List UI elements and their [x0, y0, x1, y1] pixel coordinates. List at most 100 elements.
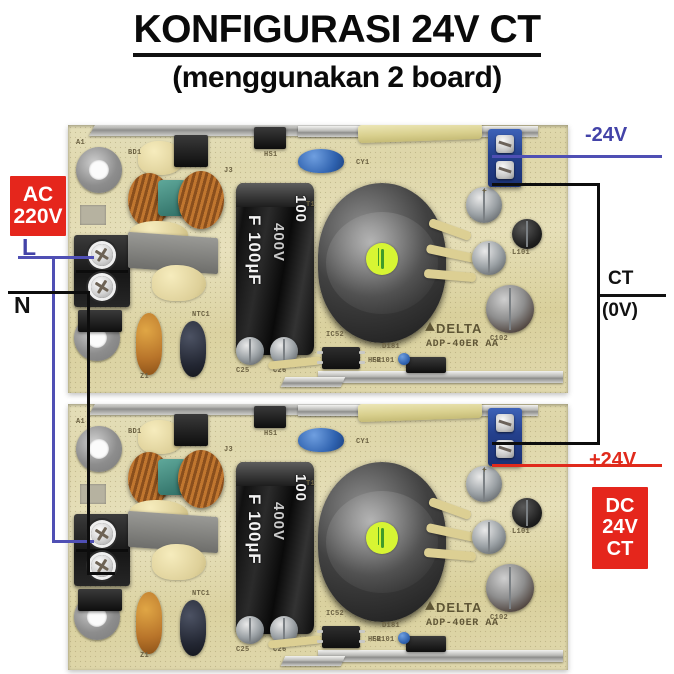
board-model: ADP-40ER AA	[426, 618, 499, 629]
page-title-text: KONFIGURASI 24V CT	[133, 8, 541, 57]
fusible-resistor	[357, 404, 483, 423]
dc-terminal-screw-positive[interactable]	[496, 161, 514, 179]
heatsink-rail-bottom-angled	[280, 656, 346, 666]
ntc-thermistor	[180, 600, 206, 656]
y-capacitor	[298, 428, 344, 452]
ac-input-terminal-block[interactable]	[74, 235, 130, 307]
common-mode-choke-right	[178, 450, 224, 508]
terminal-screw-l[interactable]	[91, 523, 113, 545]
output-capacitor-large	[486, 285, 534, 333]
silkscreen-c25: C25	[236, 367, 250, 375]
silkscreen-ic52: IC52	[326, 331, 345, 339]
bridge-rectifier	[174, 135, 208, 167]
silkscreen-cy1: CY1	[356, 159, 370, 167]
small-capacitor	[236, 337, 264, 365]
silkscreen-c26: C26	[273, 646, 287, 654]
wire-live-vertical	[52, 256, 55, 543]
main-electrolytic-capacitor: F 100µF 400V 100	[236, 462, 314, 634]
silkscreen-d181: D181	[382, 343, 401, 351]
wire-neutral-bottom-h	[87, 572, 115, 575]
heatsink-rail-bottom	[318, 371, 563, 383]
silkscreen-hs2: HS2	[368, 357, 382, 365]
dc-terminal-screw-negative[interactable]	[496, 414, 514, 432]
ac-input-terminal-block[interactable]	[74, 514, 130, 586]
psu-board-top: F 100µF 400V 100 C25 C26 CY1 HS1 L101 C1…	[68, 125, 568, 393]
terminal-screw-l[interactable]	[91, 244, 113, 266]
diode-d181	[406, 357, 446, 373]
board-model: ADP-40ER AA	[426, 339, 499, 350]
solder-pad	[80, 205, 106, 225]
delta-logo-icon	[425, 601, 435, 610]
fb101-bead	[398, 632, 410, 644]
board-brand: DELTA	[436, 600, 483, 615]
silkscreen-hs2: HS2	[368, 636, 382, 644]
silkscreen-bd1: BD1	[128, 428, 142, 436]
ac-input-line2: 220V	[13, 205, 63, 228]
label-ct-voltage: (0V)	[602, 300, 638, 321]
small-capacitor	[236, 616, 264, 644]
output-capacitor-large	[486, 564, 534, 612]
transformer-sticker	[366, 522, 398, 554]
silkscreen-j3: J3	[224, 446, 234, 454]
silkscreen-cy1: CY1	[356, 438, 370, 446]
bridge-rectifier	[174, 414, 208, 446]
wire-live-bottom-h	[52, 540, 94, 543]
mounting-hole	[76, 147, 122, 193]
label-pos24v: +24V	[589, 449, 637, 471]
output-capacitor	[472, 241, 506, 275]
capacitor-rating-3: 100	[292, 195, 309, 224]
wire-ct-bottom-h	[492, 442, 600, 445]
glue-blob	[152, 544, 206, 580]
output-inductor	[512, 219, 542, 249]
silkscreen-c102: C102	[490, 335, 509, 343]
label-neutral: N	[14, 292, 31, 318]
silkscreen-ntc1: NTC1	[192, 590, 211, 598]
output-inductor	[512, 498, 542, 528]
ct-divider-line	[600, 294, 666, 297]
transformer-sticker	[366, 243, 398, 275]
silkscreen-a1: A1	[76, 139, 86, 147]
wire-ct-top-h	[492, 183, 600, 186]
dc-output-terminal-block[interactable]	[488, 408, 522, 466]
mounting-hole	[76, 426, 122, 472]
solder-pad	[80, 484, 106, 504]
silkscreen-l101: L101	[512, 249, 531, 257]
heatsink-rail-bottom	[318, 650, 563, 662]
wire-neg24v	[492, 155, 662, 158]
dc-output-badge: DC 24V CT	[592, 487, 648, 569]
silkscreen-d181: D181	[382, 622, 401, 630]
input-component	[78, 310, 122, 332]
page-title: KONFIGURASI 24V CT	[0, 8, 674, 57]
wire-ct-vertical	[597, 183, 600, 445]
dc-terminal-screw-negative[interactable]	[496, 135, 514, 153]
terminal-screw-n[interactable]	[91, 555, 113, 577]
wire-pos24v	[492, 464, 662, 467]
silkscreen-hs1: HS1	[264, 430, 278, 438]
silkscreen-z1: Z1	[140, 652, 150, 660]
capacitor-rating-1: F 100µF	[245, 215, 264, 286]
silkscreen-ic52: IC52	[326, 610, 345, 618]
wire-live-top-h	[18, 256, 94, 259]
ac-input-line1: AC	[22, 182, 54, 206]
capacitor-rating-3: 100	[292, 474, 309, 503]
silkscreen-hs1: HS1	[264, 151, 278, 159]
y-capacitor	[298, 149, 344, 173]
wire-neutral-vertical	[87, 291, 90, 574]
fusible-resistor	[357, 125, 483, 144]
dc-output-terminal-block[interactable]	[488, 129, 522, 187]
silkscreen-c25: C25	[236, 646, 250, 654]
output-capacitor	[472, 520, 506, 554]
output-capacitor	[466, 466, 502, 502]
silkscreen-a1: A1	[76, 418, 86, 426]
silkscreen-t1: T1	[306, 201, 316, 209]
silkscreen-fb101: FB101	[372, 357, 395, 365]
terminal-screw-n[interactable]	[91, 276, 113, 298]
dc-output-line1: DC	[605, 495, 635, 518]
page-subtitle: (menggunakan 2 board)	[172, 61, 502, 94]
label-neg24v: -24V	[585, 124, 628, 146]
film-capacitor	[136, 313, 162, 375]
psu-board-bottom: F 100µF 400V 100 C25 C26 CY1 HS1 L101 C1…	[68, 404, 568, 670]
ac-input-badge: AC 220V	[10, 176, 66, 236]
silkscreen-c26: C26	[273, 367, 287, 375]
